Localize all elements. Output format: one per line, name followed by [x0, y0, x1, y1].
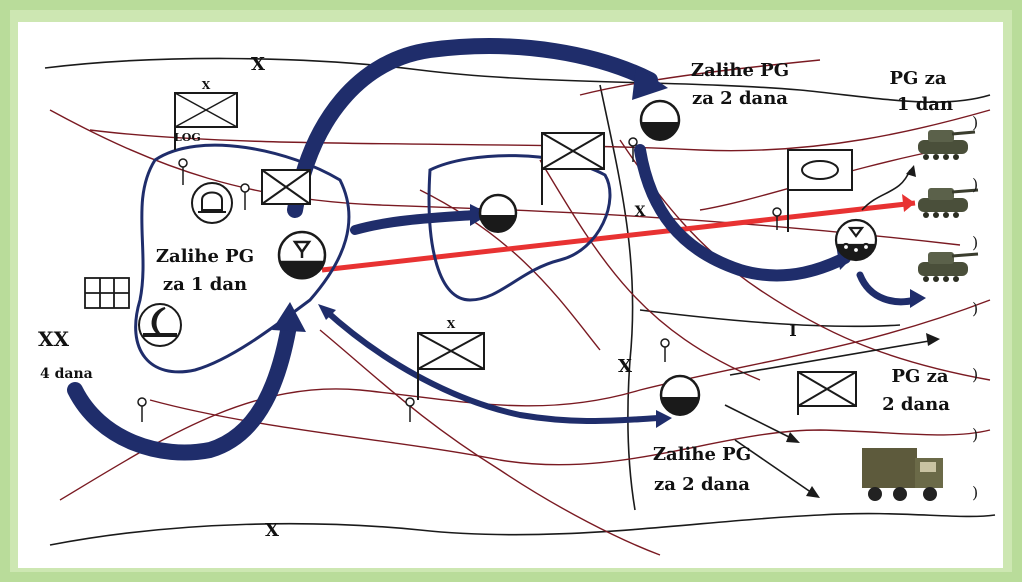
medical-icon [191, 182, 233, 224]
echelon-x-mid: X [618, 356, 632, 377]
tank-icon [918, 130, 976, 160]
movement-arrow [724, 404, 796, 441]
area-middle [427, 154, 612, 302]
top-supply-label-1: Zalihe PG [691, 60, 789, 81]
road-line [44, 57, 991, 103]
point-marker [772, 207, 782, 217]
log-label: LOG [174, 131, 201, 144]
echelon-i: I [789, 321, 796, 340]
boundary-line [539, 159, 761, 381]
bottom-supply-label-1: Zalihe PG [653, 444, 751, 465]
arrowhead [906, 165, 916, 177]
point-marker [660, 338, 670, 348]
boundary-line [319, 329, 661, 556]
movement-arrowheads [786, 165, 940, 498]
unit-flag-icon [174, 92, 238, 150]
right-top-label-2: 1 dan [897, 94, 953, 115]
unit-flag-icon [797, 371, 857, 415]
arrowhead [806, 486, 820, 498]
arrowhead [910, 289, 926, 308]
supply-line [321, 200, 916, 273]
supply-point-icon [659, 374, 701, 416]
arrowhead [272, 302, 306, 332]
area-left [134, 143, 351, 374]
boundary-line [49, 109, 961, 246]
echelon-x-left: X [635, 204, 646, 220]
arrowhead [656, 410, 672, 428]
boundary-line [149, 399, 991, 466]
tank-icon [918, 252, 979, 282]
supply-line-arrowhead [902, 194, 915, 212]
bottom-supply-label-2: za 2 dana [654, 474, 750, 495]
storage-icon [84, 277, 130, 309]
boundary-line [59, 299, 991, 501]
right-mid-label-1: PG za [891, 366, 948, 387]
arrowhead [926, 333, 940, 346]
echelon-x-top: X [251, 54, 265, 75]
svg-text:): ) [972, 233, 978, 252]
arrowhead [318, 304, 336, 320]
supply-point-icon [478, 193, 518, 233]
flag-echelon-x: X [447, 318, 456, 331]
boundary-line [579, 59, 821, 96]
svg-text:): ) [972, 299, 978, 318]
movement-arrow [729, 339, 936, 376]
edge-marks: ))) )))) [972, 113, 978, 502]
unit-flag-icon [787, 149, 853, 232]
route-arrow [634, 144, 851, 282]
roads [44, 57, 996, 546]
route-arrow [856, 271, 919, 306]
routes [67, 38, 919, 461]
point-marker [240, 183, 250, 193]
route-arrow [322, 307, 663, 424]
svg-text:): ) [972, 365, 978, 384]
road-line [639, 309, 901, 328]
movement-arrow [861, 169, 911, 211]
left-supply-label-2: za 1 dan [163, 274, 247, 295]
fuel-point-icon [277, 230, 327, 280]
route-arrow [67, 312, 298, 461]
areas [134, 143, 612, 374]
right-top-label-1: PG za [889, 68, 946, 89]
unit-flag-icon [261, 169, 311, 205]
log-echelon-x: X [202, 79, 211, 92]
svg-text:): ) [972, 425, 978, 444]
arrowhead [632, 66, 668, 100]
point-markers [137, 137, 782, 422]
svg-text:): ) [972, 483, 978, 502]
tank-icon [918, 188, 979, 218]
right-mid-label-2: 2 dana [882, 394, 950, 415]
point-marker [628, 137, 638, 147]
top-supply-label-2: za 2 dana [692, 88, 788, 109]
supply-point-icon [639, 99, 681, 141]
movement-arrow [734, 439, 816, 496]
xx-days-label: 4 dana [40, 366, 93, 382]
route-arrow [287, 38, 658, 218]
truck-icon [862, 448, 943, 501]
left-supply-label-1: Zalihe PG [156, 246, 254, 267]
echelon-x-bottom: X [265, 520, 279, 541]
xx-unit-label: XX [38, 327, 70, 351]
svg-text:): ) [972, 113, 978, 132]
arrowhead [786, 432, 800, 443]
svg-text:): ) [972, 175, 978, 194]
point-marker [178, 158, 188, 168]
road-line [49, 512, 996, 546]
movement-arrows [724, 169, 936, 496]
point-marker [405, 397, 415, 407]
route-arrow [350, 210, 480, 235]
point-marker [137, 397, 147, 407]
road-line [599, 84, 636, 511]
unit-flag-icon [541, 132, 605, 205]
fuel-point-icon [834, 218, 878, 262]
night-icon [138, 303, 182, 347]
map-paper [18, 22, 1003, 568]
unit-flag-icon [417, 332, 485, 400]
